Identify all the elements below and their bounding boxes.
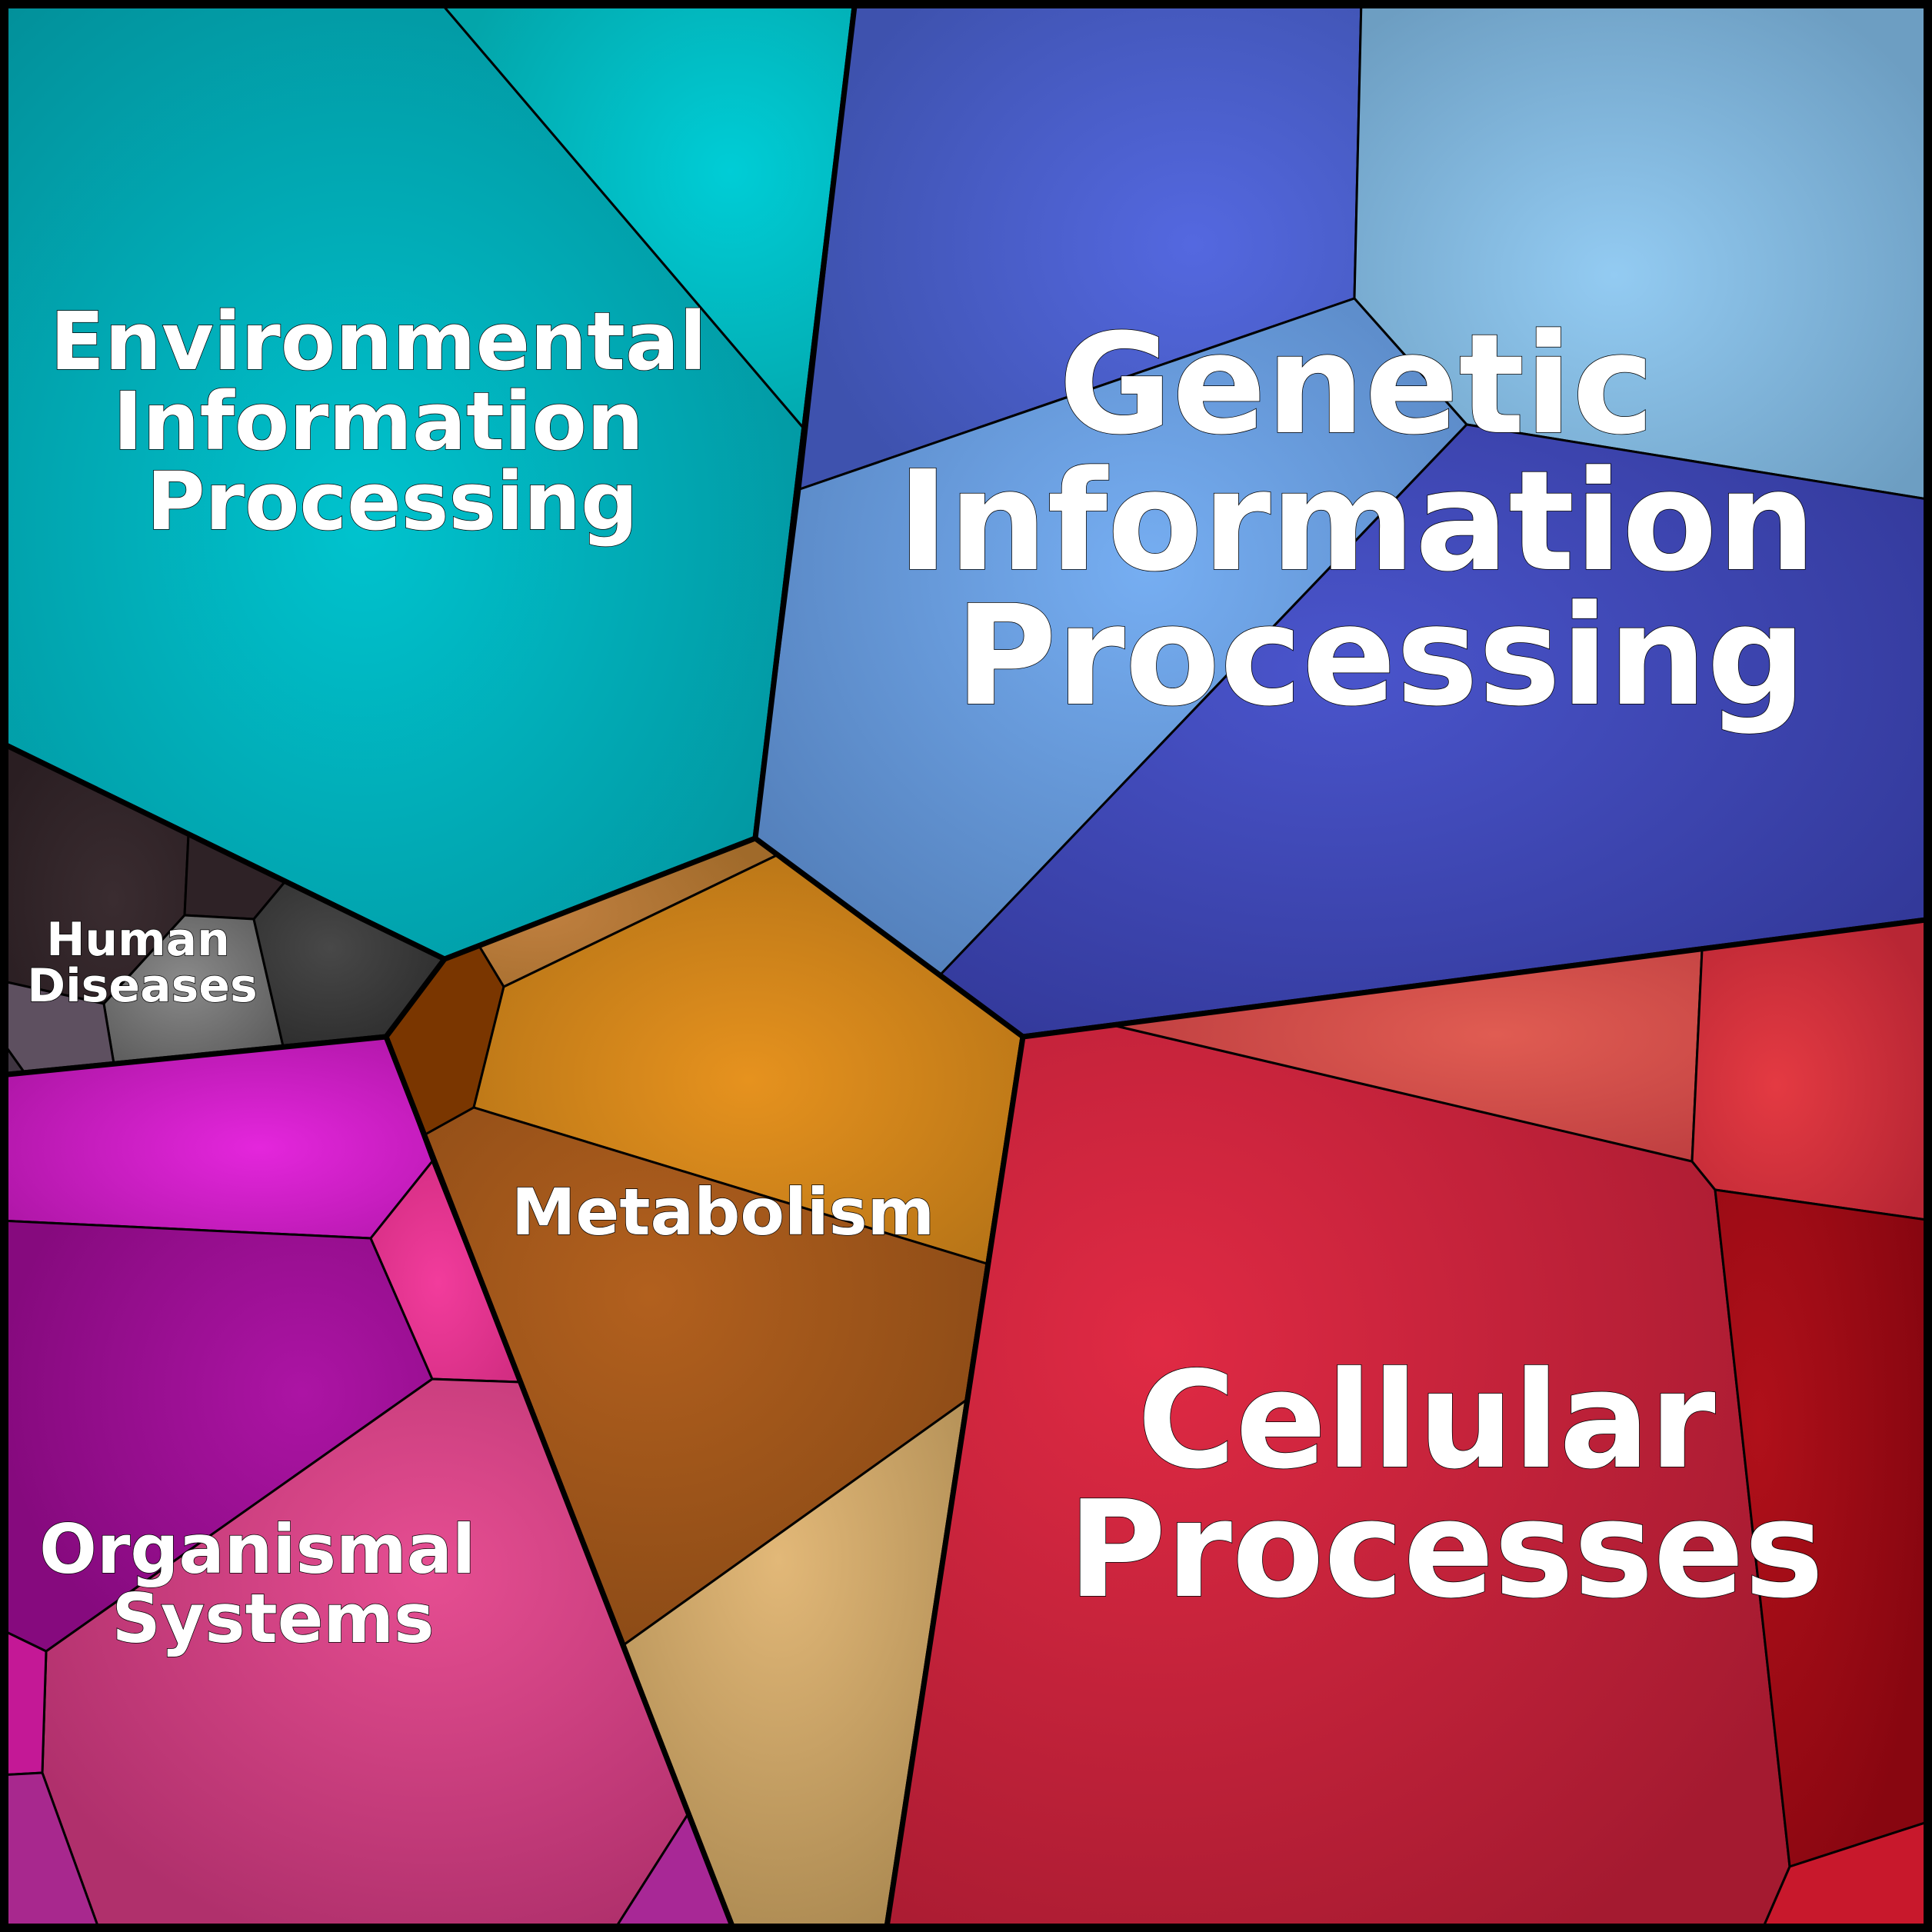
label-organismal: Organismal Systems xyxy=(39,1510,499,1658)
group-genetic xyxy=(752,0,1932,1040)
label-human-diseases: Human Diseases xyxy=(27,913,257,1013)
label-metabolism: Metabolism xyxy=(511,1174,934,1250)
cell-cellular-corner xyxy=(1760,1819,1932,1932)
label-environmental: Environmental Information Processing xyxy=(50,295,734,548)
border-cellular xyxy=(883,916,1932,1932)
group-cellular xyxy=(883,916,1932,1932)
group-human-diseases xyxy=(0,739,448,1078)
border-organismal xyxy=(0,1034,738,1932)
group-organismal xyxy=(0,1034,738,1932)
label-genetic: Genetic Information Processing xyxy=(897,305,1864,737)
label-cellular: Cellular Processes xyxy=(1068,1343,1824,1628)
group-metabolism xyxy=(383,835,1026,1932)
cell-cellular-bright-red xyxy=(1690,918,1932,1222)
cell-cellular-crimson xyxy=(1714,1188,1932,1868)
cell-organismal-bottom-left xyxy=(0,1771,102,1932)
